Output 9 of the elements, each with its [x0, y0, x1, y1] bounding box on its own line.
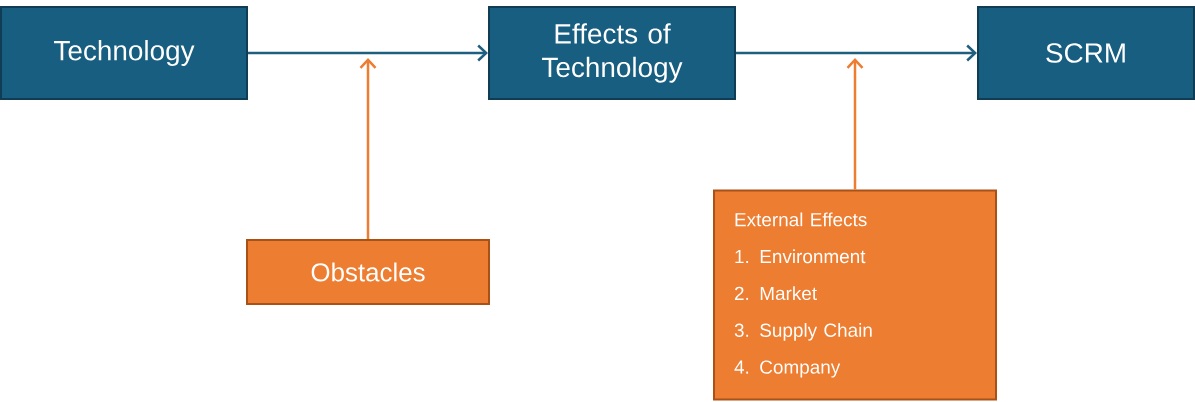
arrow — [359, 58, 377, 239]
process-box: Effects of Technology — [488, 6, 736, 100]
arrow — [736, 44, 977, 62]
arrow — [846, 58, 864, 190]
arrow — [248, 44, 488, 62]
process-box: External Effects 1. Environment 2. Market 3. Supply Chain 4. Company — [713, 189, 997, 401]
process-box: Obstacles — [246, 239, 490, 305]
process-box: SCRM — [977, 6, 1195, 100]
process-box: Technology — [0, 6, 248, 100]
